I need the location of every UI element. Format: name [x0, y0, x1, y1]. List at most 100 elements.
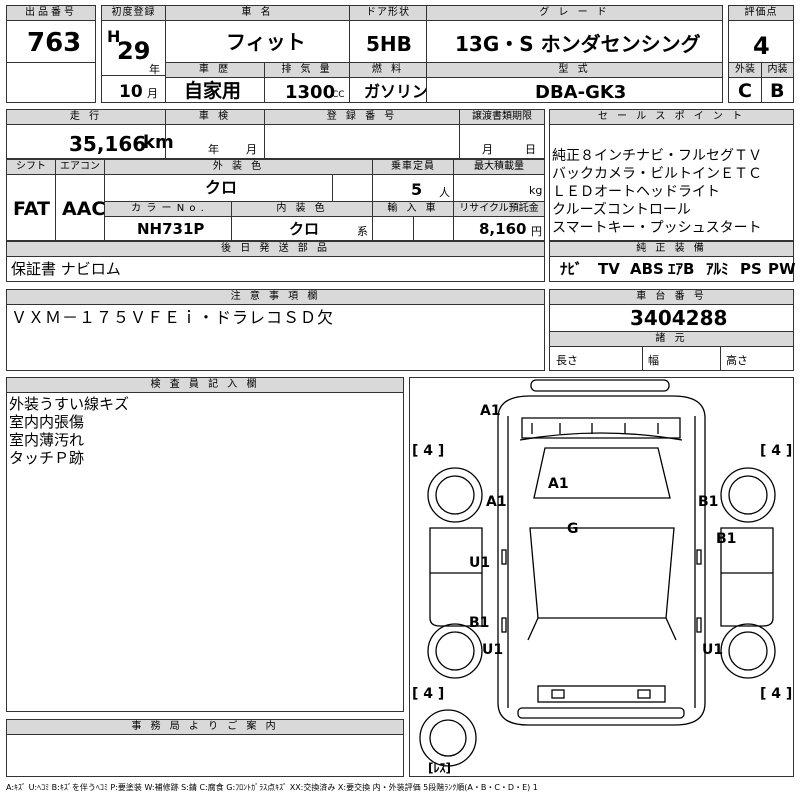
mileage: 35,166: [69, 132, 147, 156]
capacity-unit: 人: [439, 186, 450, 199]
notes-box: 注 意 事 項 欄 ＶＸＭ－１７５ＶＦＥｉ・ドラレコＳＤ欠: [6, 289, 545, 371]
selling-point: クルーズコントロール: [552, 202, 691, 218]
equipment-item: ﾅﾋﾞ: [560, 260, 583, 278]
displacement-unit: CC: [332, 90, 345, 100]
lot-number: 763: [27, 28, 82, 58]
inspection-year-unit: 年: [208, 143, 219, 156]
inspector-note: 室内内張傷: [9, 413, 85, 431]
ac-label: エアコン: [56, 160, 104, 175]
inspection-box: 車 検 年 月: [165, 109, 265, 159]
spec-width-label: 幅: [648, 354, 659, 367]
equipment-box: 純 正 装 備 ﾅﾋﾞ TV ABS ｴｱB ｱﾙﾐ PS PW: [549, 241, 796, 282]
import-label: 輸 入 車: [373, 202, 453, 217]
color-no-label: カ ラ ー N o .: [105, 202, 231, 217]
score-box: 評価点 4: [728, 5, 794, 63]
later-parts-box: 後 日 発 送 部 品 保証書 ナビロム: [6, 241, 545, 282]
inspection-month-unit: 月: [246, 143, 257, 156]
capacity-label: 乗車定員: [373, 160, 453, 175]
int-grade-box: 内装 B: [761, 62, 794, 103]
inspector-label: 検 査 員 記 入 欄: [7, 378, 403, 393]
transfer-label: 譲渡書類期限: [460, 110, 544, 125]
history-box: 車 歴 自家用: [165, 62, 265, 103]
int-grade: B: [770, 80, 785, 102]
ext-grade-box: 外装 C: [728, 62, 762, 103]
tire-score: [ 4 ]: [760, 686, 792, 702]
damage-mark: U1: [469, 555, 490, 571]
damage-mark: B1: [716, 531, 736, 547]
chassis-number: 3404288: [630, 306, 728, 330]
specs-label: 諸 元: [550, 331, 793, 347]
grade: 13G・S ホンダセンシング: [455, 32, 701, 56]
transfer-box: 譲渡書類期限 月 日: [459, 109, 545, 159]
tire-score: [ 4 ]: [412, 686, 444, 702]
damage-mark: A1: [486, 494, 507, 510]
fuel-label: 燃 料: [350, 63, 426, 78]
spec-height-label: 高さ: [726, 354, 748, 367]
damage-mark: A1: [480, 403, 501, 419]
int-color-unit: 系: [357, 225, 368, 238]
first-reg-year: 29: [117, 37, 151, 65]
ext-grade: C: [738, 80, 752, 102]
displacement: 1300: [285, 82, 336, 103]
int-color: クロ: [289, 220, 320, 238]
equipment-item: ｴｱB: [668, 260, 695, 278]
car-name-label: 車 名: [166, 6, 349, 21]
model: DBA-GK3: [535, 82, 627, 103]
office-label: 事 務 局 よ り ご 案 内: [7, 720, 403, 735]
car-name-box: 車 名 フィット: [165, 5, 350, 63]
tire-score: [ 4 ]: [412, 443, 444, 459]
selling-point: バックカメラ・ビルトインＥＴＣ: [552, 166, 762, 182]
fuel: ガソリン: [364, 82, 429, 101]
score-label: 評価点: [729, 6, 793, 21]
capacity: 5: [411, 180, 423, 199]
inspector-note: タッチＰ跡: [9, 449, 85, 467]
door-box: ドア形状 5HB: [349, 5, 427, 63]
mileage-label: 走 行: [7, 110, 165, 125]
later-parts-label: 後 日 発 送 部 品: [7, 242, 544, 257]
mileage-unit: km: [143, 132, 174, 153]
reg-number-label: 登 録 番 号: [265, 110, 459, 125]
ac: AAC: [62, 198, 106, 220]
max-load-unit: kg: [529, 184, 543, 197]
inspection-label: 車 検: [166, 110, 264, 125]
vehicle-diagram-box: A1 A1 A1 B1 G B1 U1 B1 U1 U1 [ 4 ] [ 4 ]…: [409, 377, 794, 777]
first-reg-month: 10: [119, 82, 143, 102]
spec-length-label: 長さ: [556, 354, 578, 367]
inspector-box: 検 査 員 記 入 欄 外装うすい線キズ 室内内張傷 室内薄汚れ タッチＰ跡: [6, 377, 404, 712]
displacement-label: 排 気 量: [265, 63, 349, 78]
selling-point: 純正８インチナビ・フルセグＴＶ: [552, 148, 762, 164]
selling-point: スマートキー・プッシュスタート: [552, 220, 762, 236]
equipment-item: ｱﾙﾐ: [706, 260, 729, 278]
damage-legend: A:ｷｽﾞ U:ﾍｺﾐ B:ｷｽﾞを伴うﾍｺﾐ P:要塗装 W:補修跡 S:錆 …: [6, 783, 538, 792]
notes: ＶＸＭ－１７５ＶＦＥｉ・ドラレコＳＤ欠: [11, 308, 335, 327]
model-box: 型 式 DBA-GK3: [426, 62, 723, 103]
int-color-label: 内 装 色: [232, 202, 372, 217]
car-name: フィット: [226, 30, 306, 54]
equipment-item: ABS: [630, 260, 664, 278]
history: 自家用: [184, 80, 242, 102]
era: H: [107, 27, 121, 46]
reg-number-box: 登 録 番 号: [264, 109, 460, 159]
int-grade-label: 内装: [762, 63, 793, 78]
door-label: ドア形状: [350, 6, 426, 21]
equipment-item: PS: [740, 260, 762, 278]
mileage-box: 走 行 35,166 km: [6, 109, 174, 159]
vehicle-diagram: A1 A1 A1 B1 G B1 U1 B1 U1 U1 [ 4 ] [ 4 ]…: [412, 379, 792, 775]
ext-color-label: 外 装 色: [105, 160, 372, 175]
recycle-fee: 8,160: [479, 220, 527, 238]
history-label: 車 歴: [166, 63, 264, 78]
shift: FAT: [13, 198, 50, 220]
first-reg-box: 初度登録 H 29 年 10 月: [101, 5, 166, 103]
model-label: 型 式: [427, 63, 722, 78]
month-unit: 月: [147, 87, 158, 100]
ext-grade-label: 外装: [729, 63, 761, 78]
damage-mark: A1: [548, 476, 569, 492]
equipment-item: PW: [768, 260, 796, 278]
lot-blank-box: [6, 62, 96, 103]
equipment-label: 純 正 装 備: [550, 242, 793, 257]
tire-score: [ 4 ]: [760, 443, 792, 459]
shift-label: シフト: [7, 160, 55, 175]
recycle-unit: 円: [531, 225, 542, 238]
first-reg-label: 初度登録: [102, 6, 165, 21]
selling-points-box: セ ー ル ス ポ イ ン ト 純正８インチナビ・フルセグＴＶ バックカメラ・ビ…: [549, 109, 794, 241]
